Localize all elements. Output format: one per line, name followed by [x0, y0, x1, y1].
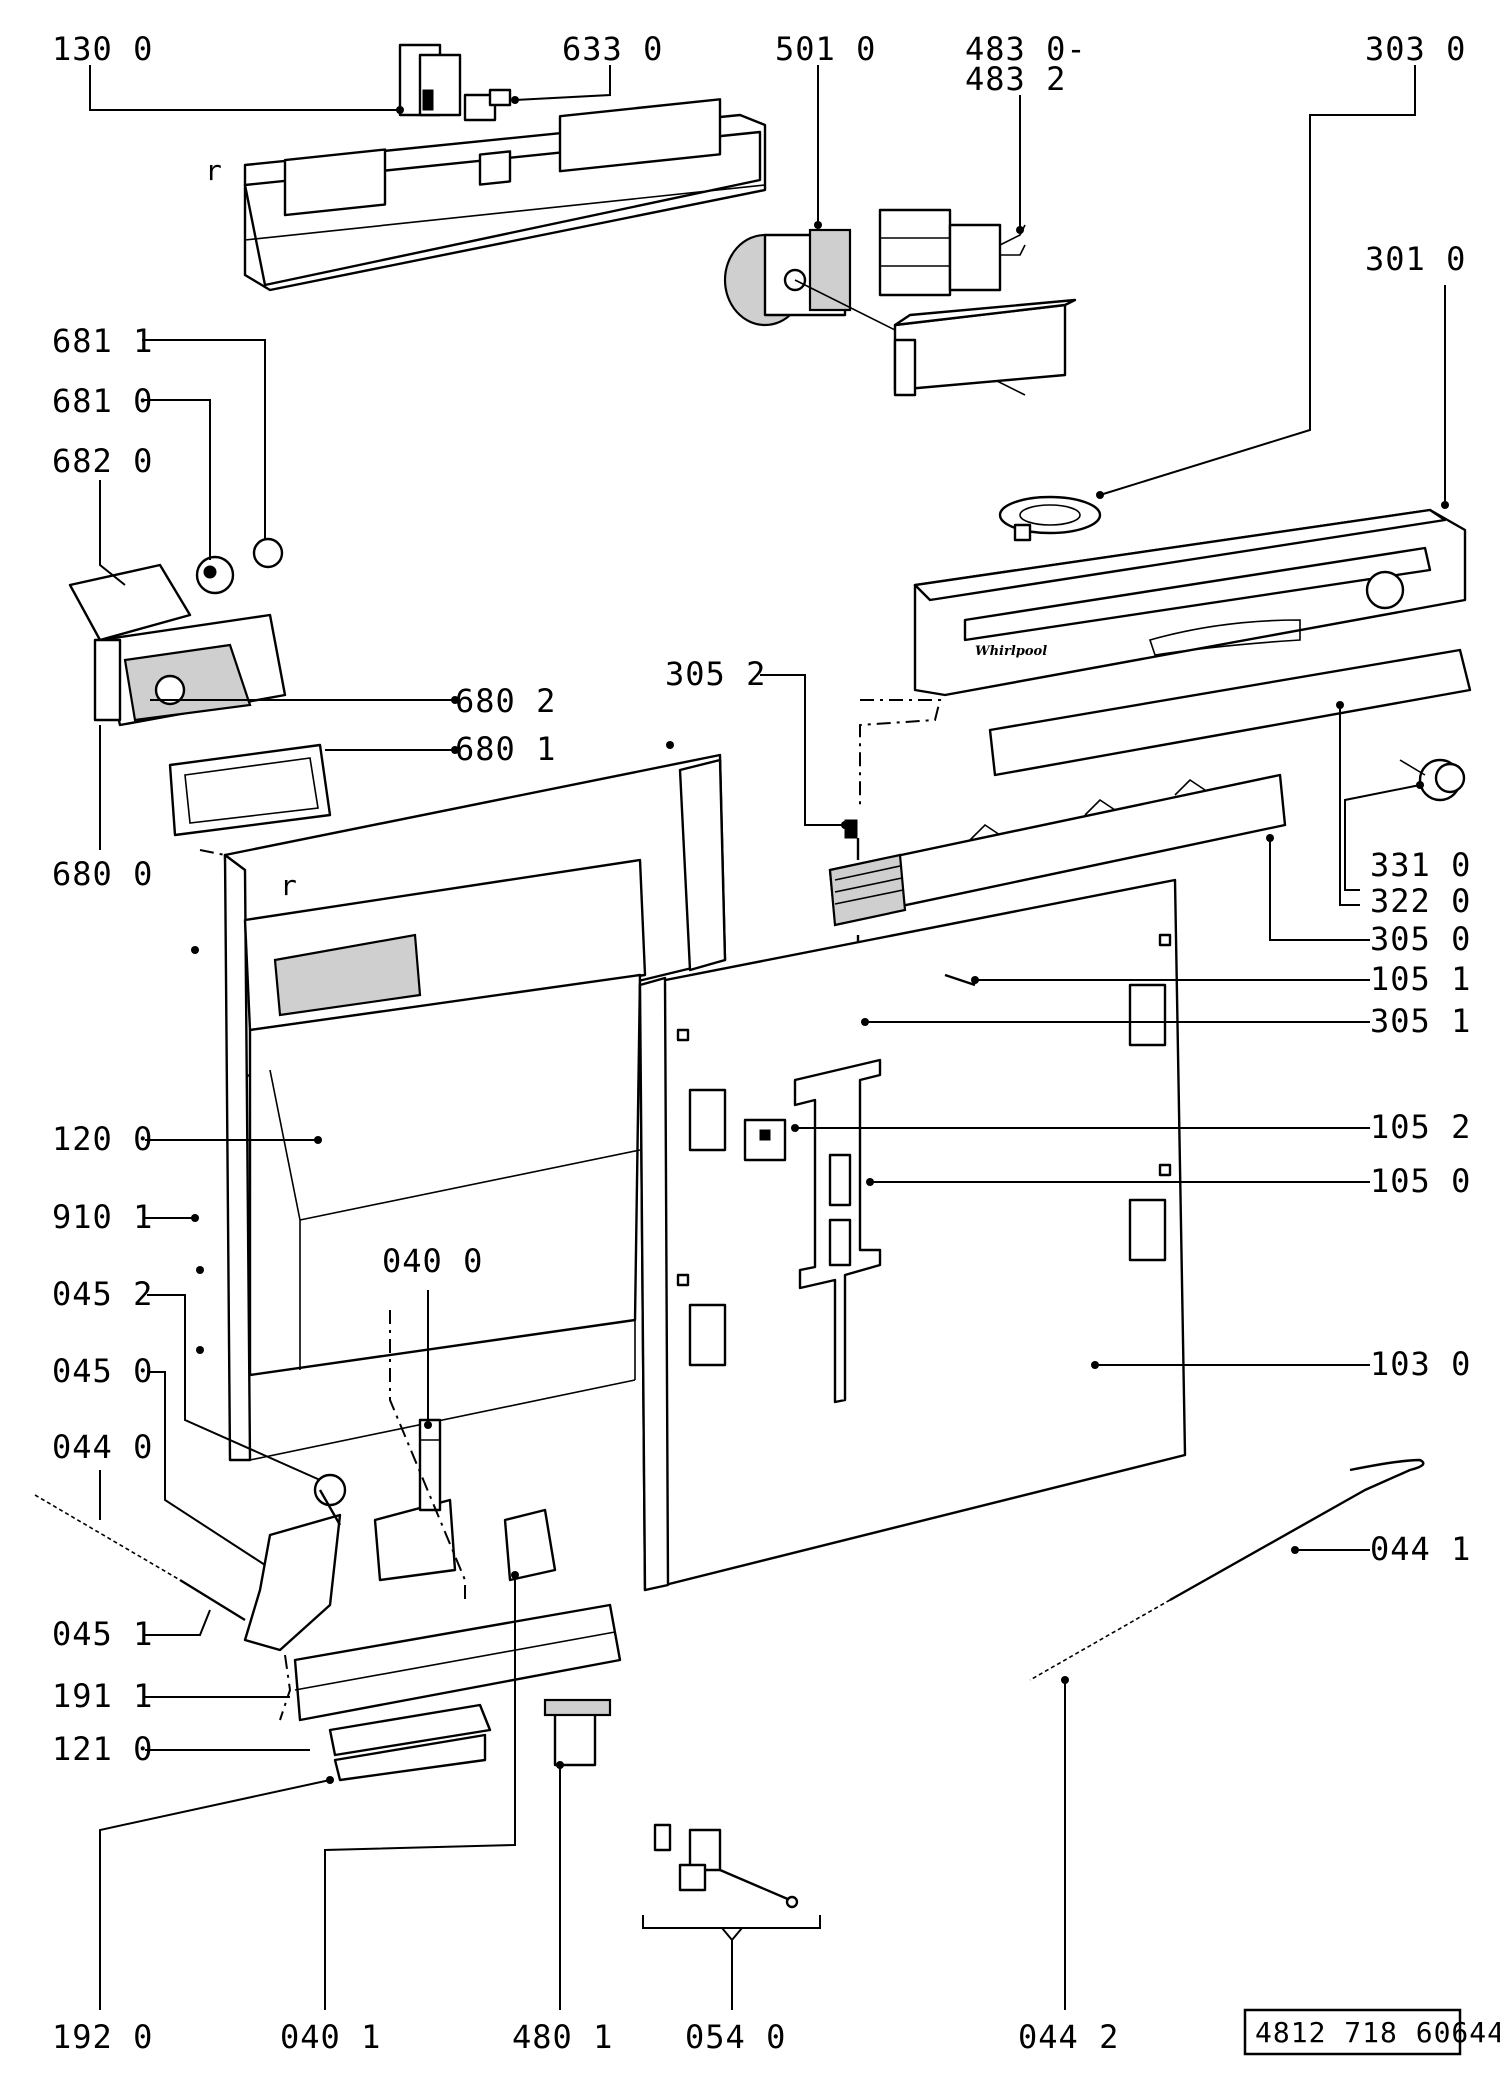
part-681-1-ring [252, 537, 284, 569]
part-120-inner-door: r [223, 753, 727, 1462]
label-681-0: 681 0 [52, 382, 153, 420]
guide-line-3 [389, 1310, 466, 1600]
part-483-connector [878, 208, 1026, 297]
part-331-knob [1399, 758, 1466, 802]
label-192-0: 192 0 [52, 2018, 153, 2056]
leader-dots [191, 96, 1449, 1784]
part-680-dispenser [68, 563, 287, 727]
label-121-0: 121 0 [52, 1730, 153, 1768]
guide-line-1 [859, 699, 942, 810]
part-480-clip [543, 1698, 612, 1767]
part-301-control-panel: Whirlpool [913, 508, 1467, 697]
label-910-1: 910 1 [52, 1198, 153, 1236]
part-045-hinge [243, 1473, 347, 1652]
label-680-1: 680 1 [455, 730, 556, 768]
part-681-0-cap [195, 555, 235, 595]
label-054-0: 054 0 [685, 2018, 786, 2056]
label-331-0: 331 0 [1370, 846, 1471, 884]
part-top-rail: r [205, 98, 767, 292]
label-191-1: 191 1 [52, 1677, 153, 1715]
part-105-2-catch [743, 1118, 787, 1162]
part-040-bracket [373, 1418, 457, 1582]
part-303-lens [998, 495, 1102, 542]
label-501-0: 501 0 [775, 30, 876, 68]
label-480-1: 480 1 [512, 2018, 613, 2056]
svg-text:r: r [205, 154, 223, 187]
brand-mark: Whirlpool [975, 644, 1047, 659]
document-reference-box: 4812 718 60644 [1243, 2008, 1500, 2056]
label-322-0: 322 0 [1370, 882, 1471, 920]
part-501-motor [723, 228, 1026, 396]
document-reference: 4812 718 60644 [1255, 2016, 1500, 2049]
label-305-0: 305 0 [1370, 920, 1471, 958]
part-044-0-spring [34, 1494, 246, 1622]
label-682-0: 682 0 [52, 442, 153, 480]
svg-text:r: r [280, 869, 298, 902]
label-105-0: 105 0 [1370, 1162, 1471, 1200]
part-130-clip [398, 43, 462, 117]
guide-line-4 [279, 1654, 292, 1721]
label-303-0: 303 0 [1365, 30, 1466, 68]
label-105-2: 105 2 [1370, 1108, 1471, 1146]
label-040-0: 040 0 [382, 1242, 483, 1280]
part-322-strip [988, 648, 1472, 777]
part-633-switch [463, 88, 512, 122]
part-timer-bracket [893, 298, 1077, 397]
part-191-trim [293, 1603, 622, 1782]
label-045-2: 045 2 [52, 1275, 153, 1313]
part-054-kit [642, 1823, 821, 1942]
label-045-1: 045 1 [52, 1615, 153, 1653]
part-305-bar [828, 773, 1287, 927]
label-045-0: 045 0 [52, 1352, 153, 1390]
label-305-1: 305 1 [1370, 1002, 1471, 1040]
label-680-2: 680 2 [455, 682, 556, 720]
label-681-1: 681 1 [52, 322, 153, 360]
part-044-1-spring [1029, 1458, 1425, 1681]
label-483-2: 483 2 [965, 60, 1066, 98]
part-680-1-gasket [168, 743, 332, 837]
label-483-0: 483 0- [965, 30, 1087, 68]
label-044-0: 044 0 [52, 1428, 153, 1466]
label-044-2: 044 2 [1018, 2018, 1119, 2056]
part-040-1-piece [503, 1508, 557, 1582]
label-105-1: 105 1 [1370, 960, 1471, 998]
label-130-0: 130 0 [52, 30, 153, 68]
label-305-2: 305 2 [665, 655, 766, 693]
guide-line-2 [199, 849, 226, 856]
label-103-0: 103 0 [1370, 1345, 1471, 1383]
part-105-lock-bar [793, 1058, 882, 1404]
leader-lines [89, 65, 1446, 2010]
part-103-outer-door [638, 878, 1187, 1592]
label-044-1: 044 1 [1370, 1530, 1471, 1568]
label-040-1: 040 1 [280, 2018, 381, 2056]
label-120-0: 120 0 [52, 1120, 153, 1158]
label-301-0: 301 0 [1365, 240, 1466, 278]
label-680-0: 680 0 [52, 855, 153, 893]
label-633-0: 633 0 [562, 30, 663, 68]
part-105-1-screw [944, 973, 976, 987]
labels: 130 0 633 0 501 0 483 0- 483 2 303 0 301… [52, 30, 1471, 2056]
